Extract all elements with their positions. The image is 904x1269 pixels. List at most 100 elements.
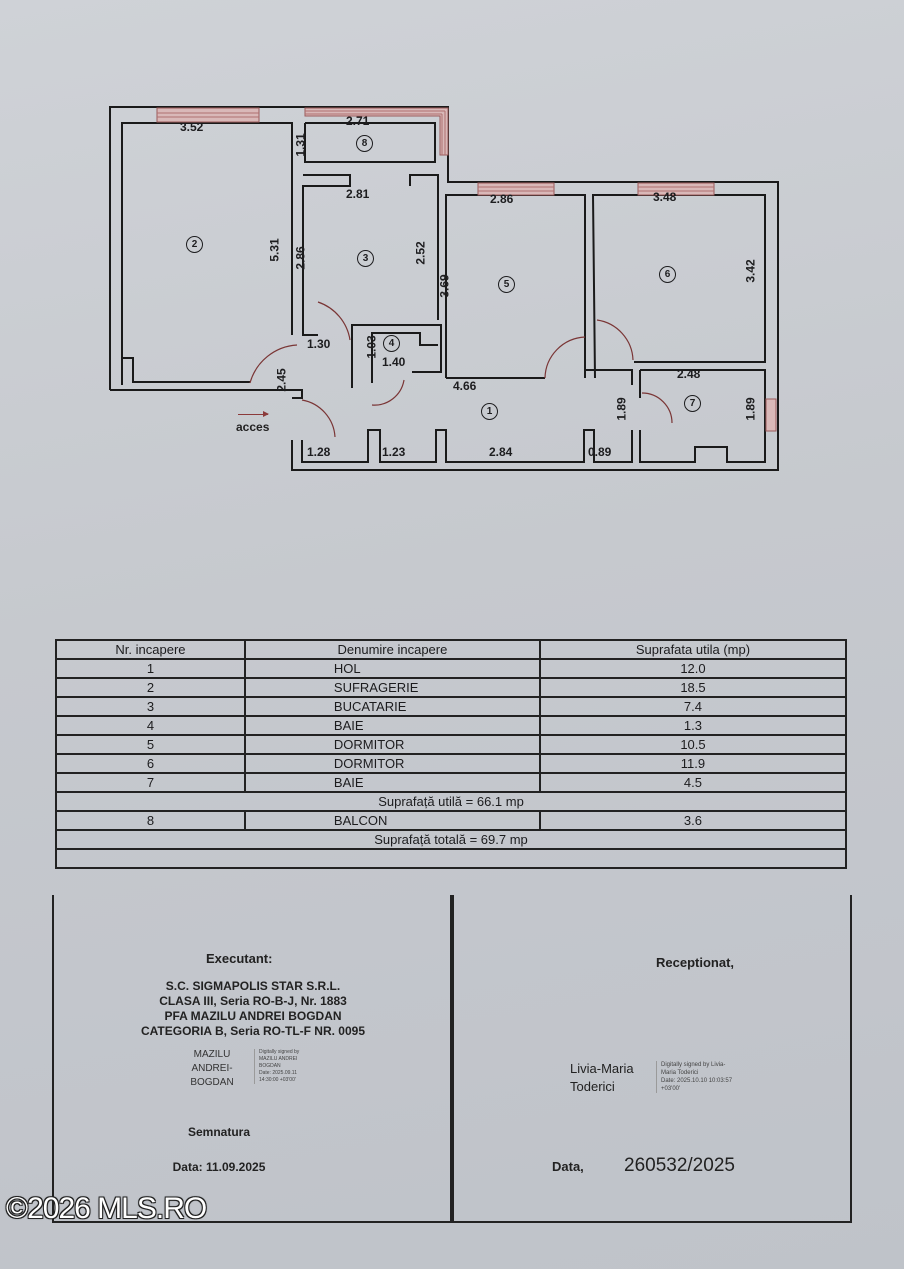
signature-meta-line: MAZILU ANDREI <box>259 1056 298 1062</box>
empty-cell <box>55 848 847 869</box>
room-number-marker: 1 <box>481 403 498 420</box>
receiver-title: Receptionat, <box>656 955 735 970</box>
rooms-table: Nr. incapere Denumire incapere Suprafata… <box>55 639 848 869</box>
room-number: 8 <box>55 810 246 831</box>
receiver-signature-name: Livia-Maria Toderici <box>570 1060 634 1096</box>
floor-plan-drawing <box>109 106 779 471</box>
dimension-label: 2.45 <box>274 368 289 392</box>
signer-name-line: Toderici <box>570 1079 615 1094</box>
room-number-marker: 6 <box>659 266 676 283</box>
dimension-label: 1.03 <box>364 335 379 359</box>
executant-line: CATEGORIA B, Seria RO-TL-F NR. 0095 <box>140 1024 366 1038</box>
room-number: 4 <box>55 715 246 736</box>
signature-meta-line: 14:30:00 +03'00' <box>259 1077 296 1083</box>
table-row: 7 BAIE 4.5 <box>55 772 848 793</box>
room-number: 2 <box>55 677 246 698</box>
executant-line: CLASA III, Seria RO-B-J, Nr. 1883 <box>159 994 347 1008</box>
room-area: 18.5 <box>538 677 848 698</box>
signature-meta-line: BOGDAN <box>259 1063 281 1069</box>
executant-title: Executant: <box>206 951 273 966</box>
dimension-label: 3.48 <box>653 190 677 204</box>
dimension-label: 2.48 <box>677 367 701 381</box>
total-row: Suprafață totală = 69.7 mp <box>55 829 847 850</box>
room-area: 7.4 <box>538 696 848 717</box>
room-number: 5 <box>55 734 246 755</box>
room-name: BAIE <box>243 715 541 736</box>
room-number: 1 <box>55 658 246 679</box>
signer-name-line: MAZILU <box>193 1049 231 1060</box>
signature-meta-line: Digitally signed by Livia- <box>661 1062 726 1068</box>
room-area: 4.5 <box>538 772 848 793</box>
room-number-marker: 8 <box>356 135 373 152</box>
dimension-label: 1.40 <box>382 355 406 369</box>
dimension-label: 3.42 <box>743 259 758 283</box>
useful-area-total: Suprafață utilă = 66.1 mp <box>55 791 847 812</box>
dimension-label: 1.89 <box>743 397 758 421</box>
room-name: DORMITOR <box>243 753 541 774</box>
table-header-row: Nr. incapere Denumire incapere Suprafata… <box>55 639 848 660</box>
dimension-label: 4.66 <box>453 379 477 393</box>
dimension-label: 1.28 <box>307 445 331 459</box>
dimension-label: 2.86 <box>490 192 514 206</box>
executant-details: S.C. SIGMAPOLIS STAR S.R.L. CLASA III, S… <box>54 979 452 1039</box>
room-area: 12.0 <box>538 658 848 679</box>
dimension-label: 3.52 <box>180 120 204 134</box>
room-number: 6 <box>55 753 246 774</box>
signature-meta-line: Date: 2025.09.11 <box>259 1070 297 1076</box>
subtotal-row: Suprafață utilă = 66.1 mp <box>55 791 847 812</box>
table-row: 3 BUCATARIE 7.4 <box>55 696 848 717</box>
header-room-number: Nr. incapere <box>55 639 246 660</box>
room-name: HOL <box>243 658 541 679</box>
receiver-signature-box: Receptionat, Livia-Maria Toderici Digita… <box>450 895 852 1223</box>
room-number-marker: 4 <box>383 335 400 352</box>
header-room-name: Denumire incapere <box>243 639 541 660</box>
dimension-label: 2.84 <box>489 445 513 459</box>
dimension-label: 0.89 <box>588 445 612 459</box>
room-area: 10.5 <box>538 734 848 755</box>
room-name: SUFRAGERIE <box>243 677 541 698</box>
dimension-label: 2.71 <box>346 114 370 128</box>
dimension-label: 1.23 <box>382 445 406 459</box>
dimension-label: 5.31 <box>267 238 282 262</box>
dimension-label: 1.31 <box>293 133 308 157</box>
access-label: acces <box>236 420 270 434</box>
dimension-label: 2.52 <box>413 241 428 265</box>
header-room-area: Suprafata utila (mp) <box>538 639 848 660</box>
room-name: BALCON <box>243 810 541 831</box>
room-area: 1.3 <box>538 715 848 736</box>
copyright-watermark: ©2026 MLS.RO <box>6 1192 207 1225</box>
signature-meta-line: Date: 2025.10.10 10:03:57 <box>661 1078 733 1084</box>
room-name: DORMITOR <box>243 734 541 755</box>
empty-row <box>55 848 847 869</box>
room-name: BAIE <box>243 772 541 793</box>
dimension-label: 3.69 <box>437 274 452 298</box>
room-number: 3 <box>55 696 246 717</box>
room-area: 3.6 <box>538 810 848 831</box>
table-row: 2 SUFRAGERIE 18.5 <box>55 677 848 698</box>
executant-line: PFA MAZILU ANDREI BOGDAN <box>164 1009 342 1023</box>
executant-date: Data: 11.09.2025 <box>172 1160 266 1174</box>
table-row: 4 BAIE 1.3 <box>55 715 848 736</box>
room-area: 11.9 <box>538 753 848 774</box>
signature-meta-line: +03'00' <box>661 1086 681 1092</box>
dimension-label: 1.89 <box>614 397 629 421</box>
table-row: 6 DORMITOR 11.9 <box>55 753 848 774</box>
dimension-label: 1.30 <box>307 337 331 351</box>
room-number-marker: 5 <box>498 276 515 293</box>
signer-name-line: ANDREI- <box>191 1063 233 1074</box>
executant-signature-box: Executant: S.C. SIGMAPOLIS STAR S.R.L. C… <box>52 895 454 1223</box>
signer-name-line: Livia-Maria <box>570 1061 634 1076</box>
room-name: BUCATARIE <box>243 696 541 717</box>
dimension-label: 2.86 <box>293 246 308 270</box>
table-row: 1 HOL 12.0 <box>55 658 848 679</box>
total-area: Suprafață totală = 69.7 mp <box>55 829 847 850</box>
room-number: 7 <box>55 772 246 793</box>
signature-meta-line: Maria Toderici <box>661 1070 699 1076</box>
table-row-balcony: 8 BALCON 3.6 <box>55 810 848 831</box>
executant-line: S.C. SIGMAPOLIS STAR S.R.L. <box>165 979 341 993</box>
table-body: 1 HOL 12.0 2 SUFRAGERIE 18.5 3 BUCATARIE… <box>55 658 848 869</box>
receiver-date-label: Data, <box>552 1159 584 1174</box>
access-arrow-icon <box>238 411 269 417</box>
digital-signature-meta: Digitally signed by MAZILU ANDREI BOGDAN… <box>254 1049 299 1084</box>
